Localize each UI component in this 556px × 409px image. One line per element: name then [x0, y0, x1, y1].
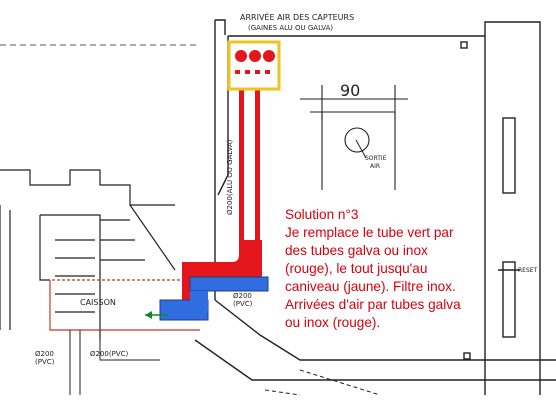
pvc-left-label-1: Ø200: [35, 350, 54, 358]
pvc-right-label-1: Ø200: [233, 292, 252, 300]
yellow-collector: [227, 40, 281, 91]
pvc-pipes: [69, 330, 381, 396]
solution-text: Solution n°3 Je remplace le tube vert pa…: [285, 207, 461, 330]
blue-tubes: [145, 276, 269, 321]
arrivee-subtitle: (GAINES ALU OU GALVA): [248, 24, 333, 32]
reset-label: RESET: [518, 267, 538, 274]
vertical-tube-label: Ø200(ALU OU GALVA): [226, 139, 234, 215]
caisson-label: CAISSON: [80, 298, 116, 307]
dimension-90: [300, 85, 408, 190]
dimension-label: 90: [340, 81, 360, 100]
sortie-label-1: SORTIE: [365, 155, 387, 162]
outlet-arrow: [355, 139, 367, 159]
pvc-mid-label: Ø200(PVC): [90, 350, 128, 358]
building-walls: [0, 19, 556, 395]
pvc-left-label-2: (PVC): [35, 358, 55, 366]
staircase: [0, 169, 200, 340]
arrivee-title: ARRIVÉE AIR DES CAPTEURS: [240, 11, 354, 22]
sortie-label-2: AIR: [370, 163, 380, 170]
pvc-right-label-2: (PVC): [233, 300, 253, 308]
